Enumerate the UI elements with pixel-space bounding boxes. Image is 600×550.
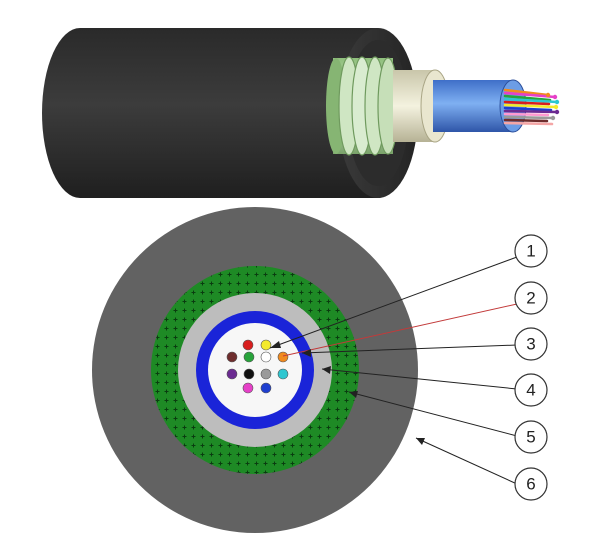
fiber-dot-11 [242, 382, 254, 394]
cable-3d-view [42, 28, 560, 198]
callout-5: 5 [514, 420, 548, 454]
fiber-dot-3 [226, 351, 238, 363]
fiber-dot-12 [260, 382, 272, 394]
fiber-bundle-3d [503, 88, 560, 126]
corrugated-armor [326, 56, 399, 156]
fiber-dot-1 [242, 339, 254, 351]
callout-4-label: 4 [526, 381, 535, 400]
leader-line-6 [415, 437, 518, 485]
loose-tube-3d [433, 79, 527, 133]
leader-line-5 [348, 391, 518, 437]
leader-line-3 [301, 344, 518, 354]
fiber-dot-6 [277, 351, 289, 363]
callout-2-label: 2 [526, 289, 535, 308]
callout-6: 6 [514, 467, 548, 501]
arrowhead-5 [349, 391, 358, 398]
leader-line-2 [282, 303, 518, 357]
leader-lines [269, 256, 518, 485]
callout-1: 1 [514, 234, 548, 268]
leader-line-1 [269, 256, 518, 349]
callout-6-label: 6 [526, 475, 535, 494]
fiber-dot-9 [260, 368, 272, 380]
arrowhead-1 [270, 341, 281, 348]
callout-2: 2 [514, 281, 548, 315]
leader-line-4 [321, 368, 518, 390]
callout-4: 4 [514, 373, 548, 407]
arrowhead-3 [302, 349, 311, 357]
fiber-dot-5 [260, 351, 272, 363]
fiber-dots [226, 339, 289, 394]
callout-3-label: 3 [526, 335, 535, 354]
fiber-dot-7 [226, 368, 238, 380]
cable-cross-section [92, 207, 418, 533]
tube-core-section [208, 323, 302, 417]
callout-5-label: 5 [526, 428, 535, 447]
fiber-dot-4 [243, 351, 255, 363]
fiber-dot-8 [243, 368, 255, 380]
arrowhead-4 [322, 366, 331, 374]
callout-1-label: 1 [526, 242, 535, 261]
arrowhead-6 [416, 438, 425, 445]
outer-jacket-body [42, 28, 378, 198]
callout-3: 3 [514, 327, 548, 361]
fiber-dot-2 [260, 339, 272, 351]
fiber-dot-10 [277, 368, 289, 380]
